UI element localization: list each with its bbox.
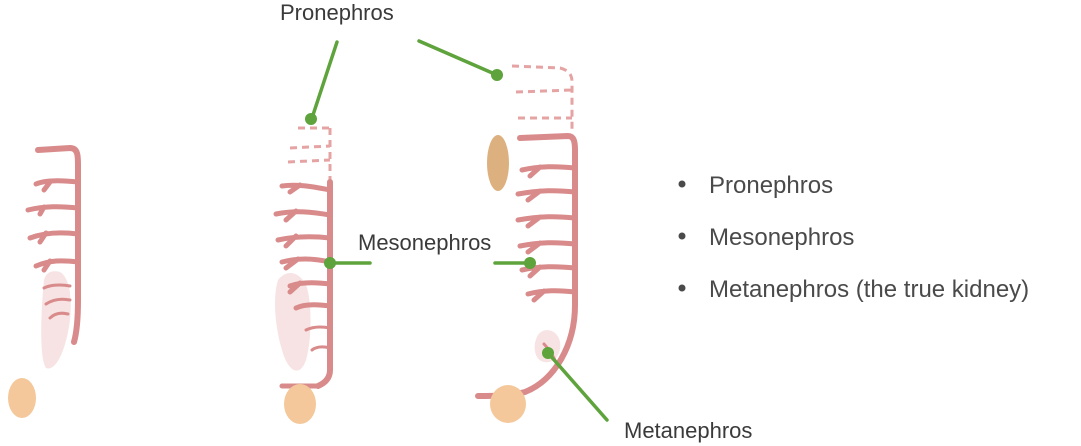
dot-metanephros bbox=[542, 347, 554, 359]
legend-bullet-3 bbox=[678, 284, 686, 292]
dot-pronephros-left bbox=[305, 113, 317, 125]
leader-metanephros bbox=[546, 351, 609, 422]
stage-early-embryo bbox=[8, 145, 81, 418]
tubule-1b bbox=[25, 204, 81, 217]
legend-item-metanephros: Metanephros (the true kidney) bbox=[709, 276, 1029, 303]
tubule-2f bbox=[293, 302, 333, 311]
label-mesonephros: Mesonephros bbox=[358, 230, 491, 255]
tubule-3c bbox=[515, 214, 578, 229]
mesenchyme-mass-1 bbox=[41, 271, 71, 369]
stage-mesonephros bbox=[273, 126, 333, 424]
tubule-1c bbox=[27, 230, 81, 245]
mesenchyme-mass-2 bbox=[275, 273, 311, 371]
legend-bullet-2 bbox=[678, 232, 686, 240]
tubule-2h bbox=[310, 345, 332, 352]
tubule-2c bbox=[275, 233, 333, 249]
stage-metanephros bbox=[475, 64, 578, 423]
gonad bbox=[487, 135, 509, 191]
nephric-duct-1 bbox=[35, 145, 81, 345]
regressed-pronephros-3 bbox=[511, 64, 574, 132]
label-metanephros: Metanephros bbox=[624, 418, 752, 443]
tubule-3d bbox=[517, 240, 578, 255]
tubule-3b bbox=[515, 188, 578, 203]
cloaca-1 bbox=[8, 378, 36, 418]
dot-mesonephros-right bbox=[524, 257, 536, 269]
tubule-1e bbox=[42, 283, 72, 290]
leader-pronephros-right bbox=[417, 39, 499, 77]
tubule-2b bbox=[273, 208, 333, 223]
dot-pronephros-right bbox=[491, 69, 503, 81]
legend-bullet-1 bbox=[678, 180, 686, 188]
cloaca-2 bbox=[284, 384, 316, 424]
dot-mesonephros-left bbox=[324, 257, 336, 269]
tubule-2e bbox=[287, 280, 333, 295]
tubule-2a bbox=[279, 182, 333, 195]
leader-lines bbox=[305, 39, 609, 422]
tubule-3f bbox=[525, 288, 578, 303]
tubule-1f bbox=[44, 297, 72, 306]
regressed-pronephros-2 bbox=[287, 126, 332, 180]
label-pronephros: Pronephros bbox=[280, 0, 394, 25]
tubule-2d bbox=[279, 256, 333, 271]
legend-list: Pronephros Mesonephros Metanephros (the … bbox=[678, 172, 1029, 303]
leader-pronephros-left bbox=[310, 40, 339, 120]
cloaca-3 bbox=[490, 385, 526, 423]
tubule-1a bbox=[33, 178, 81, 193]
tubule-3e bbox=[519, 264, 578, 279]
tubule-3a bbox=[519, 164, 578, 179]
tubule-2g bbox=[304, 325, 332, 332]
legend-item-pronephros: Pronephros bbox=[709, 172, 833, 199]
tubule-1d bbox=[33, 258, 81, 273]
tubule-1g bbox=[48, 311, 70, 320]
legend-item-mesonephros: Mesonephros bbox=[709, 224, 854, 251]
